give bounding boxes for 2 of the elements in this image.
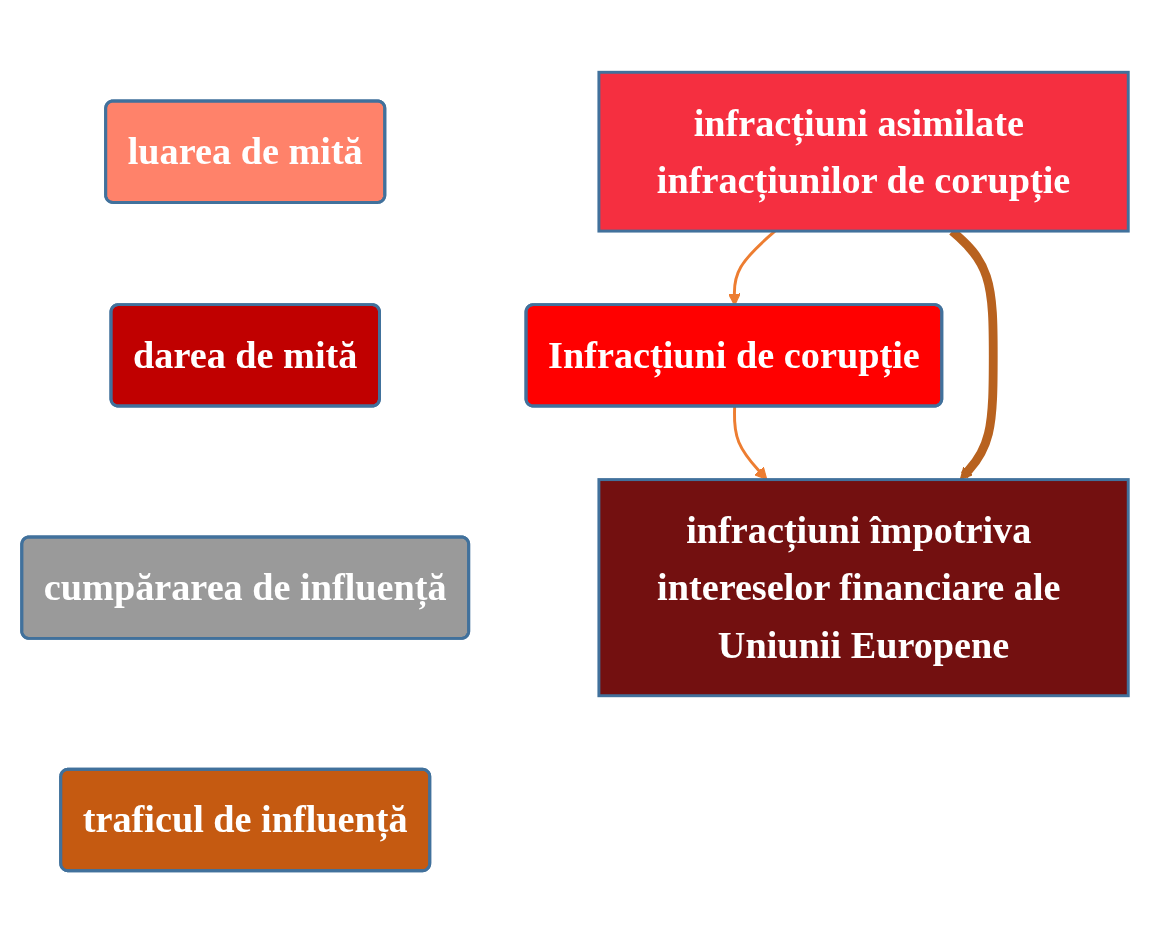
node-box: infracțiuni asimilate infracțiunilor de corupție [597,70,1130,233]
node-box: infracțiuni împotriva intereselor financiare ale Uniunii Europene [597,478,1130,698]
